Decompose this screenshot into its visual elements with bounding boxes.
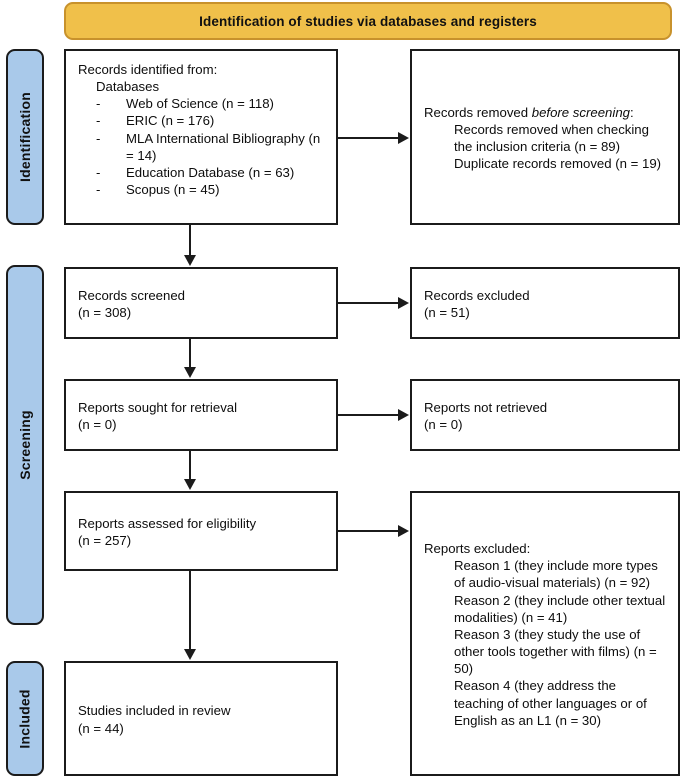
records-removed-item: Duplicate records removed (n = 19) (454, 156, 662, 172)
reports-excluded-reason: Reason 3 (they study the use of other to… (454, 626, 657, 677)
source-row: - Scopus (n = 45) (78, 181, 326, 198)
box-records-removed-before-screening: Records removed before screening: Record… (410, 49, 680, 225)
stage-bar-included: Included (6, 661, 44, 776)
bullet-dash-icon: - (96, 130, 101, 146)
source-label: Scopus (n = 45) (126, 182, 220, 198)
records-screened-label: Records screened (78, 287, 186, 303)
diagram-title: Identification of studies via databases … (199, 13, 537, 29)
stage-bar-identification: Identification (6, 49, 44, 225)
records-removed-heading: Records removed before screening: (424, 104, 668, 121)
arrowhead-screened-to-sought (184, 367, 196, 378)
reports-excluded-reason: Reason 2 (they include other textual mod… (454, 592, 666, 625)
box-reports-excluded: Reports excluded: Reason 1 (they include… (410, 491, 680, 776)
source-row: - Education Database (n = 63) (78, 164, 326, 181)
diagram-header-banner: Identification of studies via databases … (64, 2, 672, 40)
arrowhead-assessed-to-included (184, 649, 196, 660)
records-excluded-count: (n = 51) (424, 305, 470, 320)
reports-assessed-count: (n = 257) (78, 533, 132, 548)
reports-assessed-label: Reports assessed for eligibility (78, 515, 257, 531)
reports-sought-label: Reports sought for retrieval (78, 399, 238, 415)
connector-screened-to-excluded (338, 302, 399, 304)
box-reports-sought-for-retrieval: Reports sought for retrieval (n = 0) (64, 379, 338, 451)
records-removed-heading-italic: before screening (531, 104, 630, 120)
stage-bar-screening: Screening (6, 265, 44, 625)
box-reports-not-retrieved: Reports not retrieved (n = 0) (410, 379, 680, 451)
arrowhead-identified-to-screened (184, 255, 196, 266)
source-label: Education Database (n = 63) (126, 164, 295, 180)
reports-excluded-reason: Reason 4 (they address the teaching of o… (454, 678, 647, 728)
arrowhead-sought-to-not-retrieved (398, 409, 409, 421)
records-removed-heading-tail: : (630, 104, 634, 120)
reports-excluded-heading: Reports excluded: (424, 541, 531, 557)
source-row: - MLA International Bibliography (n = 14… (78, 130, 326, 164)
arrowhead-sought-to-assessed (184, 479, 196, 490)
bullet-dash-icon: - (96, 113, 101, 129)
source-label: MLA International Bibliography (n = 14) (126, 130, 321, 163)
bullet-dash-icon: - (96, 164, 101, 180)
stage-label-screening: Screening (17, 410, 33, 480)
records-identified-heading: Records identified from: (78, 62, 218, 77)
box-reports-assessed-for-eligibility: Reports assessed for eligibility (n = 25… (64, 491, 338, 571)
reports-not-retrieved-label: Reports not retrieved (424, 399, 548, 415)
source-label: ERIC (n = 176) (126, 113, 215, 129)
connector-assessed-to-included (189, 571, 191, 650)
stage-label-included: Included (17, 688, 34, 749)
source-label: Web of Science (n = 118) (126, 96, 274, 112)
records-identified-subheading: Databases (96, 79, 160, 95)
reports-not-retrieved-count: (n = 0) (424, 417, 463, 432)
connector-identified-to-screened (189, 225, 191, 256)
box-records-screened: Records screened (n = 308) (64, 267, 338, 339)
bullet-dash-icon: - (96, 96, 101, 112)
connector-sought-to-assessed (189, 451, 191, 480)
source-row: - ERIC (n = 176) (78, 112, 326, 129)
box-studies-included-in-review: Studies included in review (n = 44) (64, 661, 338, 776)
records-removed-item: Records removed when checking the inclus… (454, 121, 649, 154)
reports-sought-count: (n = 0) (78, 417, 117, 432)
connector-screened-to-sought (189, 339, 191, 368)
box-records-identified: Records identified from: Databases - Web… (64, 49, 338, 225)
connector-assessed-to-excluded (338, 530, 399, 532)
arrowhead-assessed-to-excluded (398, 525, 409, 537)
records-screened-count: (n = 308) (78, 305, 132, 320)
box-records-excluded: Records excluded (n = 51) (410, 267, 680, 339)
records-removed-heading-plain: Records removed (424, 104, 532, 120)
arrowhead-screened-to-excluded (398, 297, 409, 309)
records-excluded-label: Records excluded (424, 287, 530, 303)
connector-identified-to-removed (338, 137, 399, 139)
studies-included-label: Studies included in review (78, 703, 231, 719)
arrowhead-identified-to-removed (398, 132, 409, 144)
reports-excluded-reason: Reason 1 (they include more types of aud… (454, 558, 658, 591)
studies-included-count: (n = 44) (78, 720, 124, 736)
source-row: - Web of Science (n = 118) (78, 95, 326, 112)
bullet-dash-icon: - (96, 182, 101, 198)
connector-sought-to-not-retrieved (338, 414, 399, 416)
stage-label-identification: Identification (17, 92, 34, 182)
